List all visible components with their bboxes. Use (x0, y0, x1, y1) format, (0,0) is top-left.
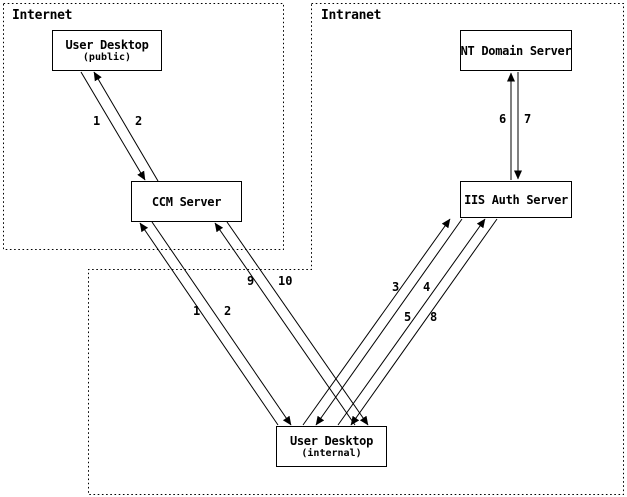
flow-line-9-internal-desktop-to-ccm (214, 222, 356, 426)
flow-label-4: 4 (423, 280, 431, 294)
node-subtitle: (public) (82, 51, 132, 63)
node-title: User Desktop (289, 433, 374, 448)
flow-line-3-internal-desktop-to-iis (302, 218, 451, 426)
flow-line-4-iis-to-internal-desktop (315, 218, 463, 426)
internet-region-label: Internet (12, 8, 73, 23)
node-ccm-server: CCM Server (131, 181, 242, 222)
intranet-region-border (88, 3, 624, 495)
node-user-desktop-internal: User Desktop (internal) (276, 426, 387, 467)
intranet-region-label: Intranet (321, 8, 382, 23)
flow-label-10: 10 (278, 274, 293, 288)
flow-label-1-public: 1 (93, 114, 101, 128)
flow-line-1-public-desktop-to-ccm (80, 71, 146, 181)
flow-label-7: 7 (524, 112, 532, 126)
internet-region-border (3, 3, 284, 250)
flow-line-8-iis-to-internal-desktop (350, 218, 498, 426)
node-title: User Desktop (65, 37, 149, 52)
flow-line-2-ccm-to-public-desktop (93, 71, 159, 182)
flow-label-6: 6 (499, 112, 507, 126)
flow-line-1-internal-desktop-to-ccm (139, 222, 279, 426)
flow-line-2-ccm-to-internal-desktop (151, 221, 292, 426)
flow-line-5-internal-desktop-to-iis (337, 218, 486, 426)
node-title: CCM Server (151, 194, 222, 209)
node-title: IIS Auth Server (464, 192, 568, 207)
flow-line-10-ccm-to-internal-desktop (226, 221, 369, 426)
flow-label-3: 3 (392, 280, 400, 294)
flow-label-2-internal: 2 (224, 304, 232, 318)
flow-label-8: 8 (430, 310, 438, 324)
node-nt-domain-server: NT Domain Server (460, 30, 572, 71)
node-subtitle: (internal) (301, 447, 362, 459)
flow-label-2-public: 2 (135, 114, 143, 128)
node-iis-auth-server: IIS Auth Server (460, 181, 572, 218)
node-title: NT Domain Server (460, 43, 572, 58)
flow-label-9: 9 (247, 274, 255, 288)
flow-label-1-internal: 1 (193, 304, 201, 318)
node-user-desktop-public: User Desktop (public) (52, 30, 162, 71)
flow-label-5: 5 (404, 310, 412, 324)
